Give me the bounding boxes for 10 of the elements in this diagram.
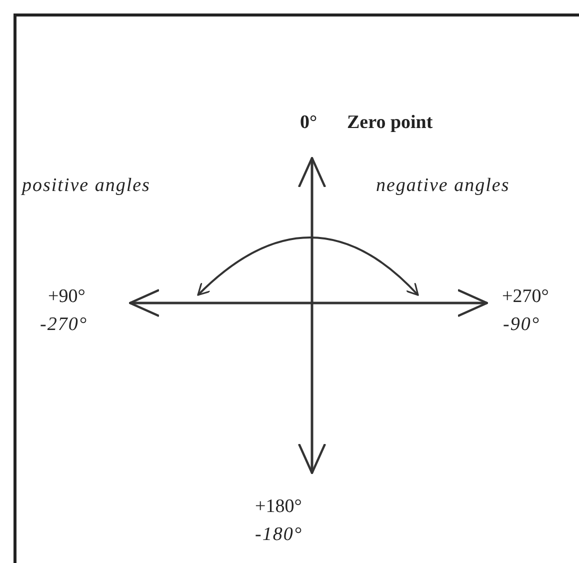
- angle-label: -180°: [255, 524, 302, 546]
- angle-label: -90°: [503, 314, 540, 336]
- angle-label: +90°: [48, 286, 86, 308]
- angle-label: 0°: [300, 112, 318, 134]
- direction-label: negative angles: [376, 175, 510, 197]
- angle-label: +270°: [502, 286, 549, 308]
- direction-label: positive angles: [22, 175, 150, 197]
- angle-label: +180°: [255, 496, 302, 518]
- zero-point-label: Zero point: [347, 112, 433, 134]
- angle-label: -270°: [40, 314, 88, 336]
